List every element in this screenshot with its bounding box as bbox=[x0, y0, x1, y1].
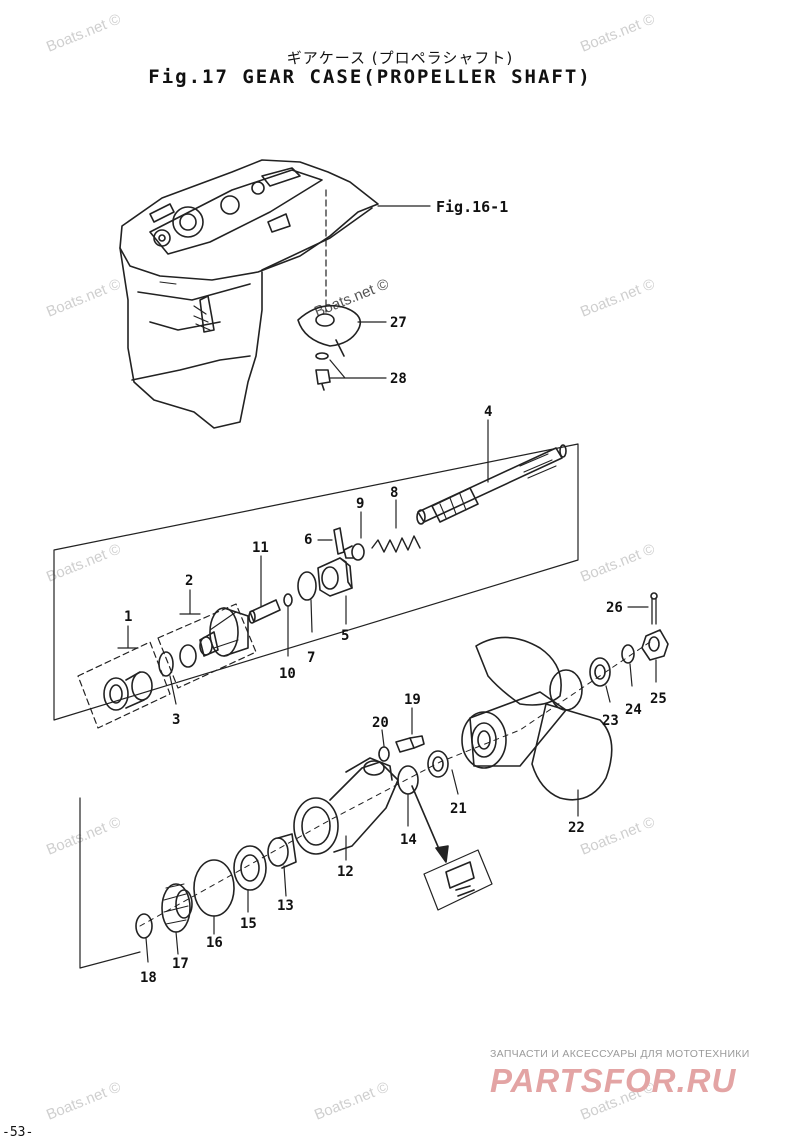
bolt-19 bbox=[395, 735, 425, 753]
callout-number: 18 bbox=[140, 970, 157, 986]
washer-18 bbox=[135, 913, 153, 939]
callout-number: 22 bbox=[568, 820, 585, 836]
shaft-axis bbox=[139, 641, 651, 927]
callout-number: 24 bbox=[625, 702, 642, 718]
callout-number: 5 bbox=[341, 628, 349, 644]
callout-number: 26 bbox=[606, 600, 623, 616]
assembly-frame-lower bbox=[79, 797, 141, 969]
washer-20 bbox=[378, 746, 390, 762]
seal-14 bbox=[397, 765, 419, 795]
callout-number: 8 bbox=[390, 485, 398, 501]
clutch-dog-5 bbox=[317, 557, 353, 597]
needle-bearing-13 bbox=[267, 833, 297, 869]
callout-number: 20 bbox=[372, 715, 389, 731]
callout-number: 9 bbox=[356, 496, 364, 512]
callout-number: 17 bbox=[172, 956, 189, 972]
spring-8 bbox=[371, 535, 421, 553]
sleeve-11 bbox=[248, 599, 281, 624]
store-logo: PARTSFOR.RU bbox=[490, 1062, 737, 1099]
callout-number: 21 bbox=[450, 801, 467, 817]
callout-number: 4 bbox=[484, 404, 492, 420]
diagram-title-japanese: ギアケース (プロペラシャフト) bbox=[286, 49, 514, 67]
gear-case-housing bbox=[119, 159, 379, 429]
bearing-1 bbox=[103, 671, 153, 711]
callout-number: 7 bbox=[307, 650, 315, 666]
callout-number: 10 bbox=[279, 666, 296, 682]
bushing-21 bbox=[427, 750, 449, 778]
callout-number: 14 bbox=[400, 832, 417, 848]
callout-number: 28 bbox=[390, 371, 407, 387]
o-ring-16 bbox=[193, 859, 235, 917]
cotter-pin-26 bbox=[650, 592, 658, 625]
plunger-9 bbox=[343, 543, 365, 561]
washer-10 bbox=[283, 593, 293, 607]
callout-number: 12 bbox=[337, 864, 354, 880]
callout-number: 6 bbox=[304, 532, 312, 548]
seal-detail-box bbox=[423, 849, 493, 911]
group-box-1 bbox=[77, 641, 171, 729]
callout-number: 23 bbox=[602, 713, 619, 729]
thrust-washer-23 bbox=[589, 657, 611, 687]
callout-number: 2 bbox=[185, 573, 193, 589]
washer-24 bbox=[621, 644, 635, 664]
propeller-22 bbox=[461, 636, 613, 801]
callout-number: 25 bbox=[650, 691, 667, 707]
callout-number: 1 bbox=[124, 609, 132, 625]
anode-27 bbox=[297, 304, 362, 357]
group-box-2 bbox=[157, 603, 257, 689]
reverse-gear-17 bbox=[161, 883, 193, 933]
forward-gear-2 bbox=[179, 607, 249, 668]
diagram-title-english: Fig.17 GEAR CASE(PROPELLER SHAFT) bbox=[148, 66, 592, 88]
callout-number: 3 bbox=[172, 712, 180, 728]
callout-number: 19 bbox=[404, 692, 421, 708]
bolt-28 bbox=[315, 352, 331, 391]
callout-number: 11 bbox=[252, 540, 269, 556]
assembly-frame-upper bbox=[53, 443, 579, 721]
propeller-shaft-4 bbox=[416, 444, 567, 525]
callout-number: 16 bbox=[206, 935, 223, 951]
store-subtitle: ЗАПЧАСТИ И АКСЕССУАРЫ ДЛЯ МОТОТЕХНИКИ bbox=[490, 1048, 750, 1060]
reference-label: Fig.16-1 bbox=[436, 198, 508, 216]
callout-number: 27 bbox=[390, 315, 407, 331]
callout-number: 15 bbox=[240, 916, 257, 932]
callout-number: 13 bbox=[277, 898, 294, 914]
bearing-15 bbox=[233, 845, 267, 891]
page-number: -53- bbox=[2, 1125, 34, 1140]
ring-7 bbox=[297, 571, 317, 601]
cross-pin-6 bbox=[333, 527, 345, 555]
